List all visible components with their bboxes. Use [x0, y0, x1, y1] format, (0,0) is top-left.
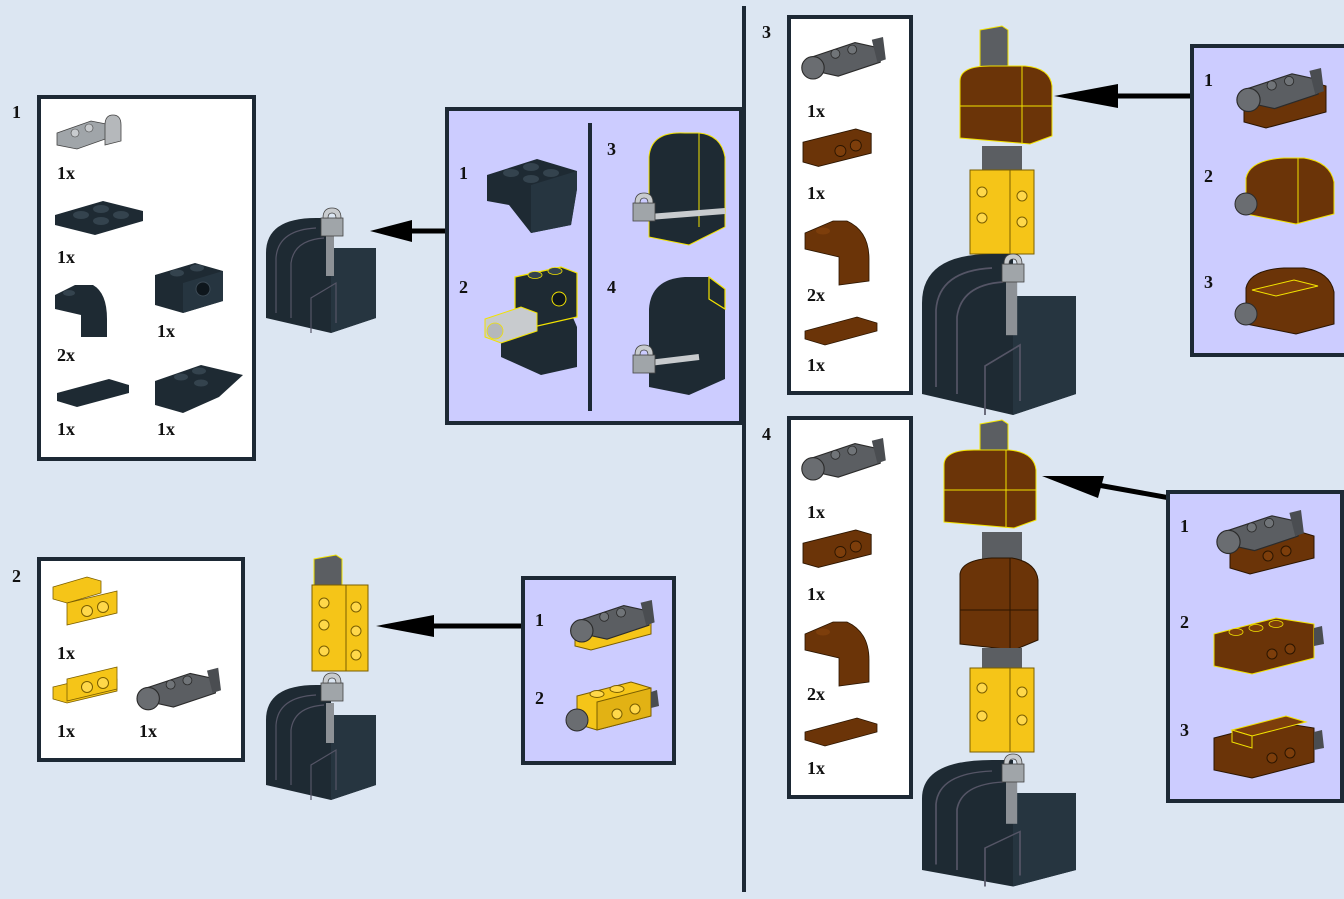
- submodel-step-number: 1: [1204, 70, 1213, 90]
- parts-list: 1x 1x 2x 1x 1x 1x: [37, 95, 256, 461]
- step-4-model: [921, 419, 1077, 888]
- dark-gray-ball-plate-icon: [136, 667, 222, 711]
- step-number: 1: [12, 102, 21, 122]
- parts-list: 1x 1x 1x: [37, 557, 245, 762]
- submodel-step-4-image: [632, 275, 726, 395]
- part-qty: 1x: [807, 183, 825, 203]
- submodel-step-number: 1: [1180, 516, 1189, 536]
- dark-curved-slope-icon: [55, 285, 107, 337]
- submodel-callout: 1 2: [521, 576, 676, 765]
- submodel-step-number: 1: [535, 610, 544, 630]
- submodel-step-3-image: [1213, 715, 1324, 779]
- brown-tile-icon: [804, 316, 878, 346]
- part-qty: 1x: [807, 355, 825, 375]
- submodel-step-number: 3: [1180, 720, 1189, 740]
- part-qty: 1x: [57, 247, 75, 267]
- submodel-step-3-image: [1234, 267, 1335, 335]
- submodel-step-number: 2: [1204, 166, 1213, 186]
- part-qty: 1x: [57, 643, 75, 663]
- page-divider: [742, 6, 746, 892]
- part-qty: 1x: [807, 758, 825, 778]
- part-qty: 1x: [807, 502, 825, 522]
- submodel-step-2-image: [565, 681, 659, 732]
- submodel-step-number: 1: [459, 163, 468, 183]
- yellow-bracket-inverted-icon: [52, 666, 118, 704]
- part-qty: 1x: [57, 163, 75, 183]
- submodel-step-1-image: [1216, 509, 1315, 575]
- part-qty: 2x: [807, 684, 825, 704]
- submodel-callout: 1 2 3: [1190, 44, 1344, 357]
- callout-arrow-icon: [370, 220, 448, 242]
- part-qty: 1x: [807, 101, 825, 121]
- submodel-divider: [588, 123, 592, 411]
- dark-technic-brick-icon: [155, 263, 223, 313]
- submodel-step-number: 3: [607, 139, 616, 159]
- part-qty: 2x: [807, 285, 825, 305]
- submodel-step-2-image: [1234, 157, 1335, 225]
- part-qty: 1x: [157, 419, 175, 439]
- step-3-model: [921, 25, 1077, 416]
- part-qty: 1x: [139, 721, 157, 741]
- part-qty: 1x: [57, 419, 75, 439]
- part-qty: 1x: [807, 584, 825, 604]
- part-qty: 1x: [157, 321, 175, 341]
- submodel-callout: 1 2 3: [1166, 490, 1344, 803]
- brown-bracket-icon: [802, 529, 872, 568]
- submodel-step-number: 2: [535, 688, 544, 708]
- step-number: 2: [12, 566, 21, 586]
- parts-list: 1x 1x 2x 1x: [787, 416, 913, 799]
- light-gray-clip-plate-icon: [56, 114, 122, 150]
- callout-arrow-icon: [376, 615, 524, 637]
- brown-curved-slope-icon: [804, 220, 870, 286]
- dark-tile-icon: [57, 379, 129, 407]
- yellow-bracket-icon: [52, 576, 118, 626]
- callout-arrow-icon: [1042, 476, 1171, 501]
- step-number: 4: [762, 424, 771, 444]
- dark-gray-ball-plate-icon: [801, 36, 887, 80]
- submodel-step-number: 4: [607, 277, 616, 297]
- submodel-step-1-image: [487, 159, 577, 233]
- dark-inverted-slope-icon: [155, 365, 243, 413]
- submodel-step-2-image: [484, 266, 578, 375]
- step-number: 3: [762, 22, 771, 42]
- part-qty: 1x: [57, 721, 75, 741]
- callout-arrow-icon: [1054, 84, 1196, 108]
- submodel-step-2-image: [1213, 617, 1324, 675]
- parts-list: 1x 1x 2x 1x: [787, 15, 913, 395]
- submodel-step-number: 3: [1204, 272, 1213, 292]
- submodel-step-1-image: [569, 599, 656, 651]
- brown-curved-slope-icon: [804, 621, 870, 687]
- submodel-step-number: 2: [459, 277, 468, 297]
- submodel-step-1-image: [1236, 67, 1327, 129]
- dark-plate-2x2-icon: [55, 201, 143, 235]
- submodel-step-3-image: [632, 132, 726, 246]
- brown-tile-icon: [804, 717, 878, 747]
- brown-bracket-icon: [802, 128, 872, 167]
- submodel-callout: 1 2 3 4: [445, 107, 743, 425]
- submodel-step-number: 2: [1180, 612, 1189, 632]
- dark-gray-ball-plate-icon: [801, 437, 887, 481]
- step-2-model: [265, 554, 377, 801]
- part-qty: 2x: [57, 345, 75, 365]
